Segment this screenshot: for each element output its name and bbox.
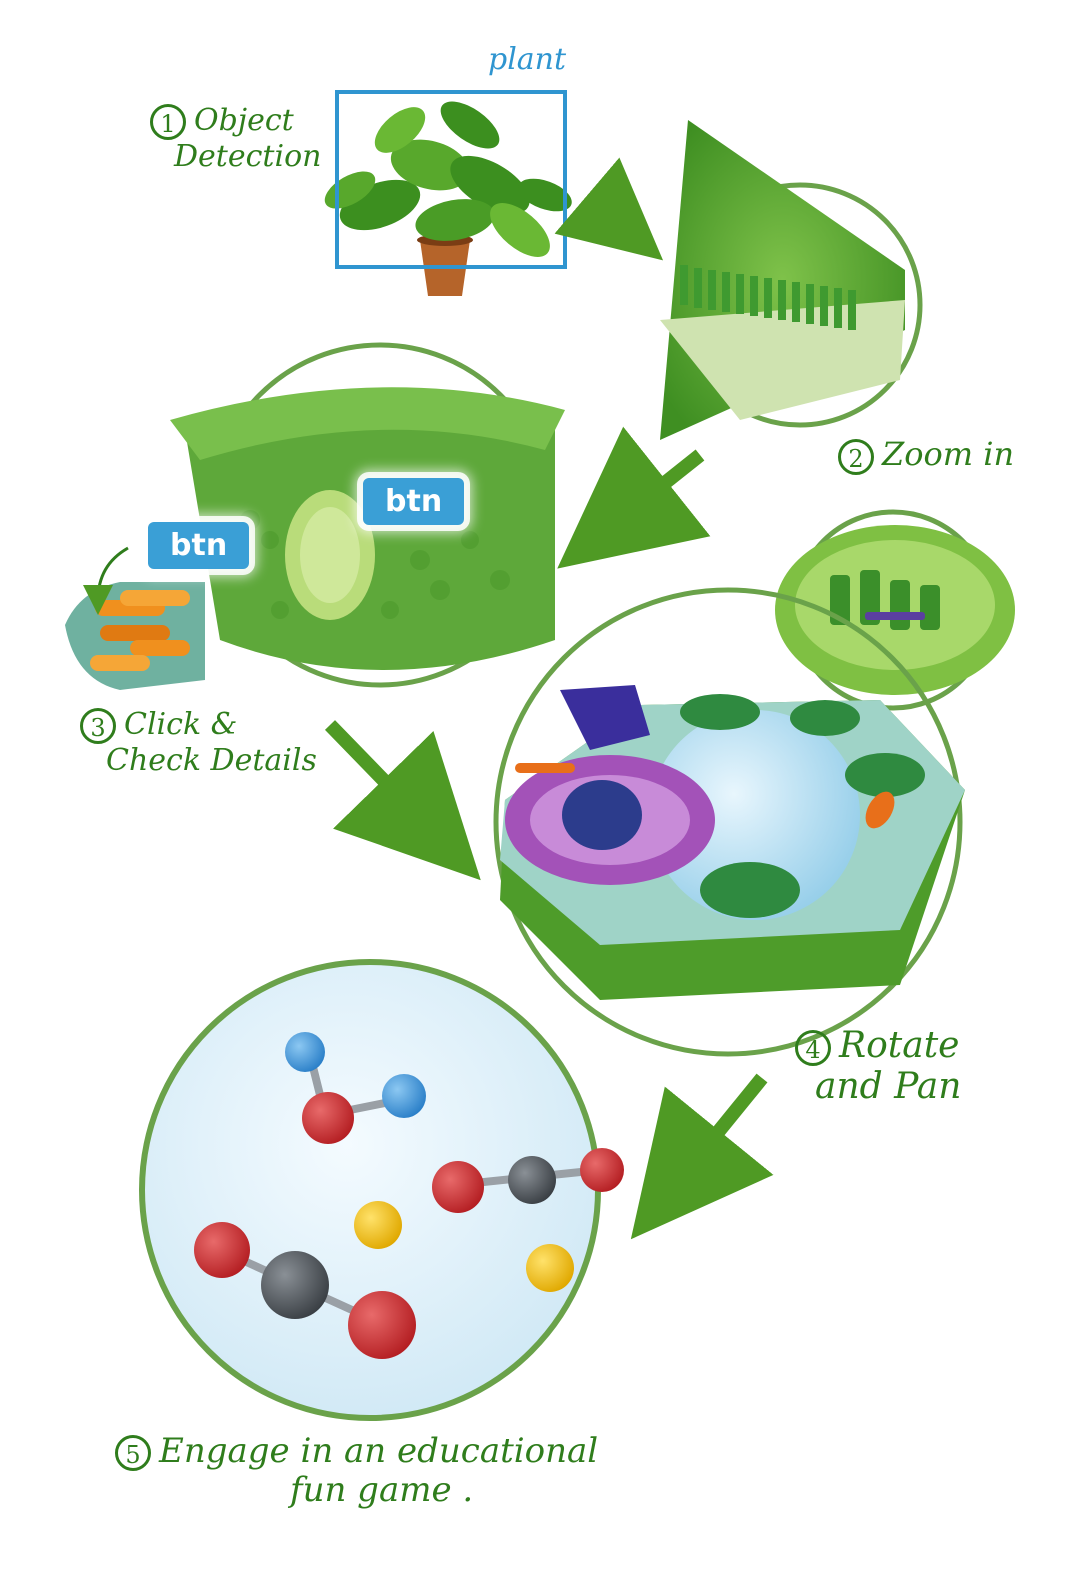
- arrow-step1-to-step2: [554, 157, 664, 261]
- arrow-step2-to-step3: [557, 426, 711, 569]
- atom-red[interactable]: [194, 1222, 250, 1278]
- arrow-btn-to-detail: [83, 546, 129, 615]
- arrow-step4-to-step5: [630, 1073, 774, 1240]
- potted-plant-illustration: [324, 101, 572, 296]
- atom-yellow[interactable]: [526, 1244, 574, 1292]
- atom-blue[interactable]: [285, 1032, 325, 1072]
- step-2-number: 2: [838, 438, 874, 475]
- molecule-game-scene: [139, 959, 624, 1421]
- step-5-text-line2: fun game .: [290, 1470, 474, 1511]
- step-2-text-line1: Zoom in: [882, 435, 1015, 473]
- atom-red[interactable]: [348, 1291, 416, 1359]
- xylem-detail-illustration: [65, 582, 205, 690]
- leaf-cross-section-zoom: [660, 120, 923, 440]
- step-1-number: 1: [150, 104, 186, 140]
- step-4-text-line1: Rotate: [839, 1025, 960, 1066]
- atom-grey[interactable]: [261, 1251, 329, 1319]
- step-5-number: 5: [115, 1435, 151, 1471]
- atom-blue[interactable]: [382, 1074, 426, 1118]
- step-1-text-line2: Detection: [174, 139, 322, 174]
- plant-cell-illustration: [493, 587, 965, 1057]
- arrow-step3-to-step4: [324, 720, 481, 881]
- tissue-detail-button-2[interactable]: btn: [363, 478, 465, 525]
- leaf-tissue-block: [170, 342, 565, 688]
- atom-yellow[interactable]: [354, 1201, 402, 1249]
- atom-red[interactable]: [432, 1161, 484, 1213]
- step-3-number: 3: [80, 708, 116, 744]
- chloroplast-illustration: [775, 509, 1015, 711]
- atom-red[interactable]: [580, 1148, 624, 1192]
- detection-label: plant: [488, 42, 567, 77]
- step-3-text-line1: Click &: [124, 707, 238, 742]
- step-3-text-line2: Check Details: [106, 743, 317, 778]
- atom-red[interactable]: [302, 1092, 354, 1144]
- step-4-text-line2: and Pan: [815, 1066, 962, 1108]
- step-1-text-line1: Object: [194, 103, 294, 138]
- step-5-text-line1: Engage in an educational: [159, 1431, 599, 1471]
- atom-grey[interactable]: [508, 1156, 556, 1204]
- tissue-detail-button-1[interactable]: btn: [148, 522, 250, 569]
- step-4-number: 4: [795, 1030, 831, 1066]
